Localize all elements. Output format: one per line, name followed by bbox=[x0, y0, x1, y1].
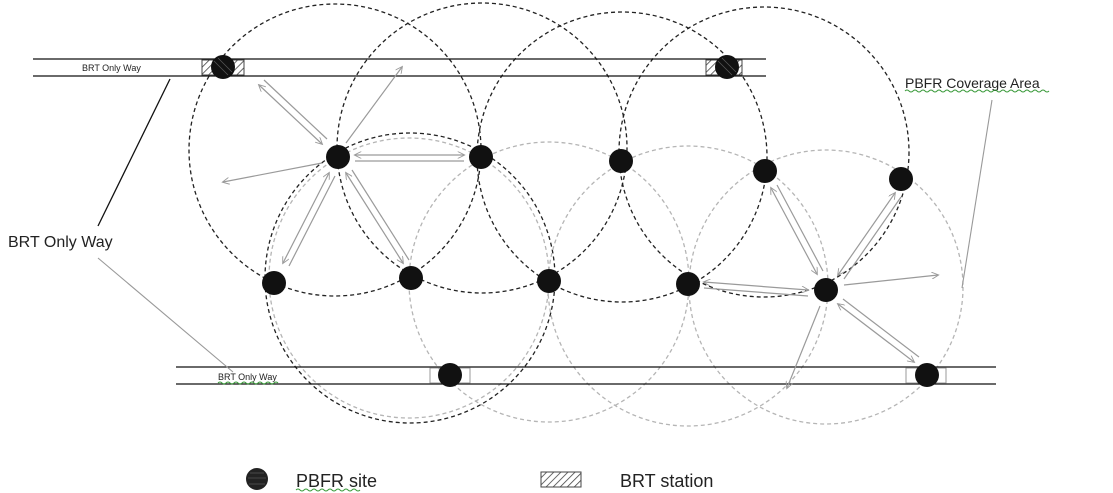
link-arrow bbox=[842, 298, 920, 358]
pbfr-site bbox=[438, 363, 462, 387]
spellcheck-underline bbox=[217, 381, 279, 385]
link-arrow bbox=[283, 173, 329, 263]
link-arrow bbox=[787, 305, 821, 388]
link-arrow bbox=[843, 275, 938, 286]
link-arrow bbox=[345, 67, 402, 144]
legend-site-icon bbox=[246, 468, 268, 490]
pbfr-site bbox=[399, 266, 423, 290]
link-arrow bbox=[776, 184, 824, 272]
legend-site-label: PBFR site bbox=[296, 471, 377, 491]
pbfr-site bbox=[609, 149, 633, 173]
pbfr-site bbox=[915, 363, 939, 387]
legend-station-label: BRT station bbox=[620, 471, 713, 491]
pbfr-site bbox=[211, 55, 235, 79]
spellcheck-underline bbox=[295, 488, 361, 492]
pbfr-site bbox=[889, 167, 913, 191]
coverage-area-label: PBFR Coverage Area bbox=[905, 75, 1040, 91]
link-arrow bbox=[288, 175, 336, 267]
link-arrow bbox=[351, 169, 410, 261]
legend-station-icon bbox=[540, 471, 582, 488]
link-arrow bbox=[771, 188, 817, 274]
left-road-callout-label: BRT Only Way bbox=[8, 234, 113, 251]
site-texture bbox=[213, 57, 737, 76]
pbfr-site bbox=[537, 269, 561, 293]
spellcheck-underline bbox=[904, 89, 1050, 93]
pbfr-site bbox=[753, 159, 777, 183]
link-arrow bbox=[838, 193, 895, 275]
coverage-circle-dark bbox=[618, 6, 910, 298]
pbfr-site bbox=[676, 272, 700, 296]
link-arrows bbox=[223, 67, 938, 388]
top-brt-road: BRT Only Way bbox=[33, 58, 766, 77]
legend: PBFR site BRT station bbox=[246, 468, 713, 492]
link-arrow bbox=[843, 196, 902, 280]
link-arrow bbox=[259, 85, 322, 144]
link-arrow bbox=[263, 79, 328, 140]
coverage-circles bbox=[188, 2, 964, 427]
link-arrow bbox=[704, 282, 808, 290]
bottom-road-label: BRT Only Way bbox=[218, 372, 277, 382]
link-arrow bbox=[223, 162, 323, 182]
pbfr-sites bbox=[211, 55, 939, 387]
link-arrow bbox=[703, 287, 809, 297]
pbfr-site bbox=[469, 145, 493, 169]
link-arrow bbox=[346, 173, 403, 263]
callout-lines bbox=[97, 78, 993, 373]
pbfr-site bbox=[262, 271, 286, 295]
pbfr-site bbox=[715, 55, 739, 79]
pbfr-site bbox=[814, 278, 838, 302]
link-arrow bbox=[838, 304, 914, 362]
pbfr-site bbox=[326, 145, 350, 169]
top-road-label: BRT Only Way bbox=[82, 63, 141, 73]
bottom-brt-road: BRT Only Way bbox=[176, 366, 996, 385]
